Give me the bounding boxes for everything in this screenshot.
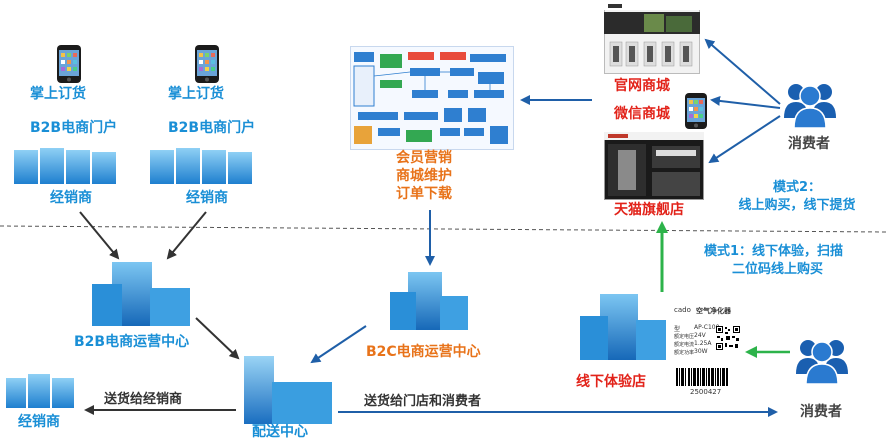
- server-rack-icon: [6, 374, 74, 408]
- wechat-mall-label: 微信商城: [614, 106, 670, 122]
- arrow-b2c-to-distribution: [310, 325, 367, 364]
- mode2-line-1: 模式2：: [772, 180, 822, 195]
- distribution-center-label: 配送中心: [252, 424, 308, 440]
- arrow-dealer-right-to-b2b: [166, 211, 207, 260]
- app-order-label-left: 掌上订货: [30, 86, 86, 102]
- consumer-group-icon: [796, 340, 848, 384]
- member-ops-line-1: 会员营销: [396, 150, 452, 166]
- arrow-consumer-to-tmall: [708, 115, 781, 164]
- tag-current-key: 额定电流: [674, 342, 695, 348]
- arrow-consumer-to-official: [704, 38, 781, 105]
- dealer-label-left: 经销商: [50, 190, 92, 206]
- consumer-group-icon: [784, 84, 836, 128]
- mode1-line-2: 二位码线上购买: [732, 262, 824, 277]
- qr-code-icon: [716, 326, 740, 350]
- tag-power-val: 30W: [694, 348, 708, 355]
- mode1-line-1: 模式1：线下体验，扫描: [704, 244, 844, 259]
- server-rack-icon: [14, 148, 116, 184]
- offline-store-label: 线下体验店: [576, 374, 646, 390]
- b2b-center-label: B2B电商运营中心: [74, 334, 190, 350]
- phone-icon: [685, 93, 707, 129]
- b2b-portal-label-left: B2B电商门户: [30, 120, 118, 136]
- backend-flowchart-thumbnail: [350, 46, 514, 150]
- tag-current-val: 1.25A: [694, 340, 712, 347]
- product-qr-tag: cado 空气净化器 型 AP-C100 额定电压 24V 额定电流 1.25A…: [674, 306, 742, 398]
- tag-power-key: 额定功率: [674, 350, 695, 356]
- official-mall-screenshot: [604, 2, 700, 74]
- offline-store-building-icon: [580, 294, 666, 360]
- arrow-b2b-to-distribution: [195, 317, 240, 360]
- b2c-center-label: B2C电商运营中心: [366, 344, 481, 360]
- mode2-line-2: 线上购买，线下提货: [738, 198, 856, 213]
- dashed-separator: [0, 225, 887, 233]
- phone-icon: [57, 45, 81, 83]
- arrow-consumer-to-wechat: [710, 95, 781, 109]
- distribution-center-building-icon: [244, 356, 332, 424]
- tmall-store-screenshot: [604, 132, 704, 200]
- deliver-to-store-consumer-label: 送货给门店和消费者: [364, 394, 482, 409]
- tag-brand: cado: [674, 306, 691, 314]
- member-ops-line-3: 订单下载: [396, 186, 452, 202]
- arrow-dealer-left-to-b2b: [79, 211, 120, 260]
- consumer-label-top: 消费者: [788, 136, 830, 152]
- b2b-center-building-icon: [92, 262, 190, 326]
- tag-model-val: AP-C100: [694, 324, 720, 331]
- barcode-icon: [676, 368, 728, 386]
- app-order-label-right: 掌上订货: [168, 86, 224, 102]
- phone-icon: [195, 45, 219, 83]
- barcode-number: 2500427: [690, 388, 722, 396]
- deliver-to-dealer-label: 送货给经销商: [104, 392, 183, 407]
- tag-voltage-val: 24V: [694, 332, 706, 339]
- dealer-label-right: 经销商: [186, 190, 228, 206]
- consumer-label-bottom: 消费者: [800, 404, 842, 420]
- b2b-portal-label-right: B2B电商门户: [168, 120, 256, 136]
- tag-product-name: 空气净化器: [696, 307, 731, 315]
- tag-model-key: 型: [674, 326, 681, 333]
- official-mall-label: 官网商城: [614, 78, 670, 94]
- dealer-label-bottom: 经销商: [18, 414, 60, 430]
- server-rack-icon: [150, 148, 252, 184]
- b2c-center-building-icon: [390, 272, 468, 330]
- member-ops-line-2: 商城维护: [396, 168, 452, 184]
- tag-voltage-key: 额定电压: [674, 334, 695, 340]
- tmall-store-label: 天猫旗舰店: [614, 202, 684, 218]
